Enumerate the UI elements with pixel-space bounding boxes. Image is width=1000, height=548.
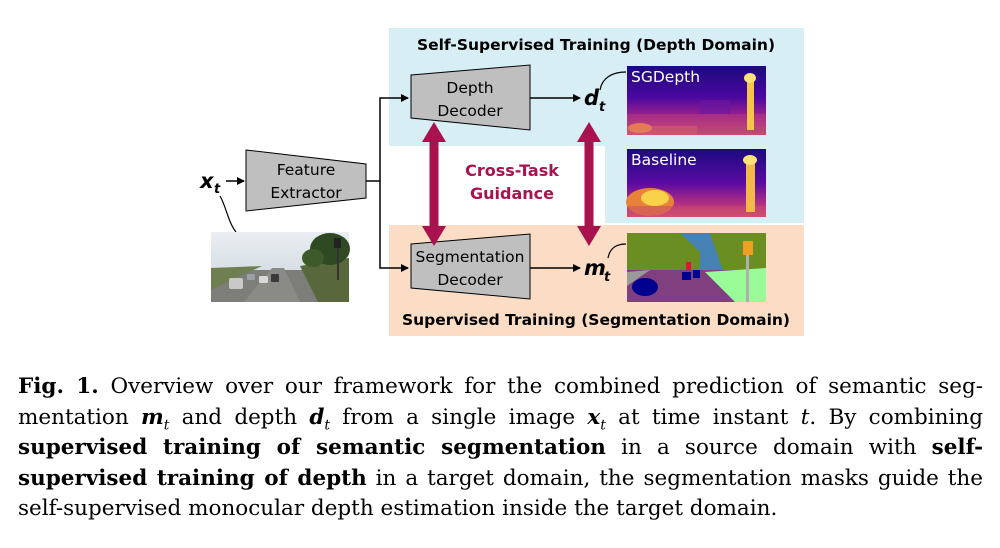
- segmentation-domain-title: Supervised Training (Segmentation Domain…: [402, 311, 790, 329]
- caption-var-t: t: [800, 404, 810, 430]
- input-subscript: t: [214, 182, 221, 197]
- feature-extractor-label-2: Extractor: [270, 184, 342, 202]
- depth-domain-title: Self-Supervised Training (Depth Domain): [417, 36, 775, 54]
- cross-task-label-1: Cross-Task: [465, 161, 559, 180]
- input-variable: x: [199, 169, 215, 193]
- caption-sub-1: t: [163, 416, 170, 433]
- depth-output-link: [599, 71, 627, 91]
- depth-subscript: t: [599, 100, 606, 115]
- feature-extractor-label-1: Feature: [277, 161, 336, 179]
- sgdepth-label: SGDepth: [631, 68, 700, 86]
- caption-text-3: from a single image: [330, 404, 588, 430]
- caption-sub-2: t: [324, 416, 331, 433]
- framework-figure: Self-Supervised Training (Depth Domain) …: [199, 28, 804, 336]
- cross-task-label-2: Guidance: [470, 184, 554, 203]
- caption-text-1: Overview over our framework for the comb…: [18, 374, 983, 430]
- caption-bold-2: self-supervised training of depth: [18, 435, 983, 491]
- baseline-depth-map: [626, 149, 766, 217]
- segmentation-output-link: [607, 243, 627, 259]
- depth-decoder-label-1: Depth: [446, 79, 493, 97]
- depth-variable: d: [584, 86, 600, 110]
- guidance-arrow-right: [577, 122, 601, 246]
- depth-decoder-label-2: Decoder: [437, 102, 503, 120]
- caption-text-5: . By combining: [809, 404, 984, 430]
- branch-connector: [366, 94, 409, 182]
- guidance-arrow-left: [422, 122, 446, 246]
- branch-connector-lower: [379, 181, 409, 272]
- caption-var-m: m: [140, 404, 164, 430]
- caption-var-d: d: [309, 404, 325, 430]
- input-street-image: [211, 232, 350, 302]
- segmentation-decoder-block: [410, 233, 531, 300]
- caption-text-7: in a target domain, the segmentation mas…: [18, 465, 983, 522]
- segmentation-decoder-label-1: Segmentation: [416, 248, 525, 266]
- segmentation-subscript: t: [604, 270, 611, 285]
- segmentation-variable: m: [584, 256, 606, 280]
- sgdepth-depth-map: [627, 66, 766, 135]
- caption-sub-3: t: [600, 416, 606, 433]
- segmentation-map: [627, 233, 766, 302]
- caption-text-2: and depth: [169, 404, 310, 430]
- baseline-label: Baseline: [631, 151, 697, 169]
- caption-var-x: x: [587, 404, 601, 430]
- caption-bold-1: supervised training of semantic segmenta…: [18, 435, 606, 460]
- caption-label: Fig. 1.: [18, 374, 99, 399]
- caption-text-4: at time instant: [605, 404, 801, 430]
- segmentation-decoder-label-2: Decoder: [437, 271, 503, 289]
- figure-caption: Fig. 1. Overview over our framework for …: [18, 372, 983, 525]
- input-image-link: [219, 195, 237, 233]
- depth-decoder-block: [410, 64, 531, 131]
- feature-extractor-block: [245, 149, 367, 212]
- caption-text-6: in a source domain with: [605, 435, 932, 460]
